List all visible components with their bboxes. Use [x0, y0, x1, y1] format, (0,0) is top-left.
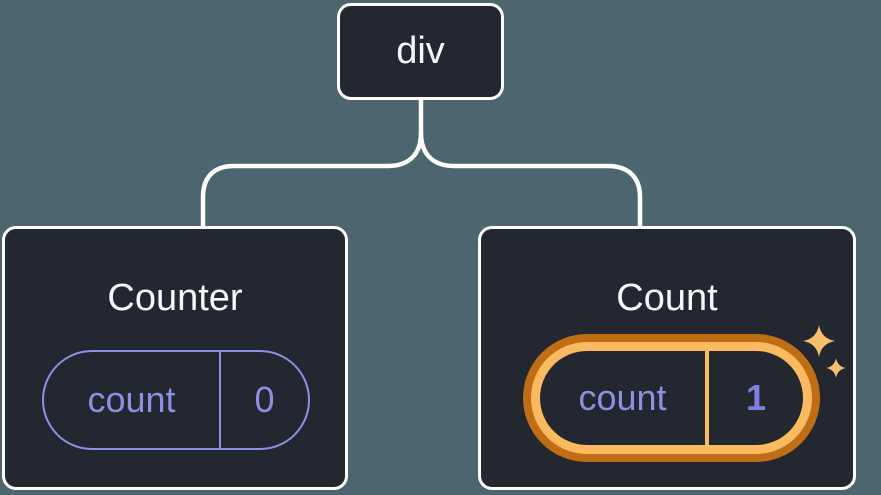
- count-state-pill: count 1: [540, 351, 803, 445]
- state-key-label: count: [87, 379, 176, 420]
- state-value-label: 0: [254, 379, 275, 420]
- counter-card: Counter count 0: [2, 226, 348, 490]
- connector-right-branch: [418, 132, 643, 229]
- count-card: Count count 1: [478, 226, 856, 490]
- count-state-pill-highlight: count 1: [523, 334, 820, 462]
- counter-card-title: Counter: [107, 277, 243, 319]
- sparkle-large: [803, 325, 835, 357]
- state-value-label: 1: [745, 377, 767, 418]
- pill-divider: [705, 351, 709, 445]
- connector-left-branch: [200, 132, 424, 229]
- sparkle-small: [826, 358, 846, 378]
- counter-state-pill: count 0: [42, 350, 310, 450]
- state-key-label: count: [578, 377, 667, 418]
- count-card-title: Count: [616, 277, 718, 319]
- root-node-div: div: [337, 3, 504, 100]
- pill-divider: [219, 352, 221, 448]
- pill-highlight-ring: count 1: [531, 342, 812, 454]
- root-node-label: div: [396, 30, 445, 72]
- sparkles-icon: [803, 325, 846, 378]
